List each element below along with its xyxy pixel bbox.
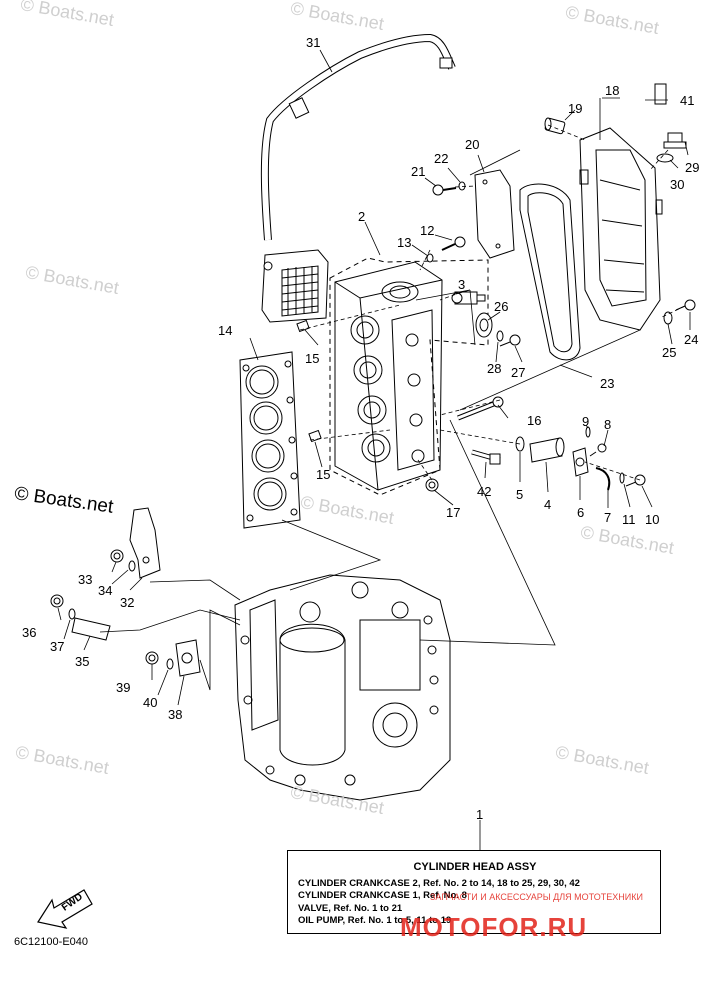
callout-30: 30 <box>670 177 685 192</box>
callout-21: 21 <box>411 164 426 179</box>
bolt-27 <box>499 334 521 347</box>
callout-29: 29 <box>685 160 700 175</box>
callout-41: 41 <box>680 93 695 108</box>
legend-line: OIL PUMP, Ref. No. 1 to 5, 11 to 19 <box>298 915 452 926</box>
breather-filter <box>261 249 329 323</box>
bolt-21 <box>432 184 457 196</box>
callout-15b: 15 <box>316 467 331 482</box>
callout-39: 39 <box>116 680 131 695</box>
callout-12: 12 <box>420 223 435 238</box>
plate-35 <box>71 617 111 641</box>
sleeve-19 <box>544 117 566 135</box>
bolt-17 <box>425 478 439 492</box>
washer-34 <box>128 560 136 572</box>
callout-36: 36 <box>22 625 37 640</box>
callout-34: 34 <box>98 583 113 598</box>
callout-14: 14 <box>218 323 233 338</box>
bolt-33 <box>110 549 124 563</box>
washer-22 <box>458 181 466 191</box>
callout-23: 23 <box>600 376 615 391</box>
bolt-16 <box>457 396 504 421</box>
washer-13 <box>426 253 434 263</box>
callout-13: 13 <box>397 235 412 250</box>
washer-9 <box>585 426 591 438</box>
legend-line: VALVE, Ref. No. 1 to 21 <box>298 903 403 914</box>
o-ring-28 <box>496 330 504 342</box>
bolt-36 <box>50 594 64 608</box>
callout-4: 4 <box>544 497 552 512</box>
callout-9: 9 <box>582 414 590 429</box>
callout-20: 20 <box>465 137 480 152</box>
bolt-12 <box>441 236 466 251</box>
bolt-39 <box>145 651 159 665</box>
callout-25: 25 <box>662 345 677 360</box>
plate-38 <box>175 639 201 677</box>
callout-33: 33 <box>78 572 93 587</box>
callout-31: 31 <box>306 35 321 50</box>
fwd-arrow-icon <box>37 889 93 929</box>
callout-19: 19 <box>568 101 583 116</box>
callout-37: 37 <box>50 639 65 654</box>
gasket-26 <box>475 312 493 338</box>
o-ring-30 <box>656 153 674 163</box>
dowel-pins-15 <box>296 319 322 443</box>
callout-11: 11 <box>622 512 636 527</box>
callout-10: 10 <box>645 512 660 527</box>
crankcase-block <box>234 574 451 801</box>
callout-38: 38 <box>168 707 183 722</box>
bolt-24 <box>675 299 696 311</box>
callout-40: 40 <box>143 695 158 710</box>
callout-18: 18 <box>605 83 620 98</box>
callout-3: 3 <box>458 277 466 292</box>
clip-7 <box>595 467 611 491</box>
callout-17: 17 <box>446 505 461 520</box>
exhaust-cover-18 <box>579 127 663 331</box>
callout-2: 2 <box>358 209 366 224</box>
callout-32: 32 <box>120 595 135 610</box>
callout-7: 7 <box>604 510 612 525</box>
anode-4 <box>529 437 565 463</box>
washer-40 <box>166 658 174 670</box>
callout-26: 26 <box>494 299 509 314</box>
callout-1: 1 <box>476 807 484 822</box>
legend-line: CYLINDER CRANKCASE 2, Ref. No. 2 to 14, … <box>298 878 580 889</box>
label-41 <box>654 83 667 105</box>
watermark-ru: MOTOFOR.RU <box>400 912 588 942</box>
callout-5: 5 <box>516 487 524 502</box>
callout-28: 28 <box>487 361 502 376</box>
exhaust-gasket-23 <box>519 183 581 361</box>
head-gasket-14 <box>239 351 301 529</box>
watermark-ru-subtitle: ЗАПЧАСТИ И АКСЕССУАРЫ ДЛЯ МОТОТЕХНИКИ <box>430 892 643 902</box>
bracket-32 <box>129 507 161 579</box>
callout-16: 16 <box>527 413 542 428</box>
cylinder-head-2 <box>334 261 443 491</box>
sensor-3 <box>451 291 486 305</box>
legend-box: CYLINDER HEAD ASSY CYLINDER CRANKCASE 2,… <box>287 850 661 934</box>
hose-31 <box>260 33 456 241</box>
washer-25 <box>663 311 673 325</box>
legend-title: CYLINDER HEAD ASSY <box>413 861 537 873</box>
callout-15a: 15 <box>305 351 320 366</box>
washer-11 <box>619 472 625 484</box>
callout-27: 27 <box>511 365 526 380</box>
callout-42: 42 <box>477 484 492 499</box>
callout-8: 8 <box>604 417 612 432</box>
cover-6 <box>572 447 589 477</box>
plug-29 <box>663 132 687 149</box>
callout-6: 6 <box>577 505 585 520</box>
screw-8 <box>589 443 607 457</box>
callout-24: 24 <box>684 332 699 347</box>
catalog-code: 6C12100-E040 <box>14 936 89 948</box>
bolt-10 <box>625 474 646 487</box>
leader-lines <box>57 49 691 850</box>
cover-plate-20 <box>474 169 515 259</box>
washer-37 <box>68 608 76 620</box>
callout-22: 22 <box>434 151 449 166</box>
spark-plug-42 <box>471 449 501 465</box>
callout-35: 35 <box>75 654 90 669</box>
legend-line: CYLINDER CRANKCASE 1, Ref. No. 8 <box>298 890 467 901</box>
